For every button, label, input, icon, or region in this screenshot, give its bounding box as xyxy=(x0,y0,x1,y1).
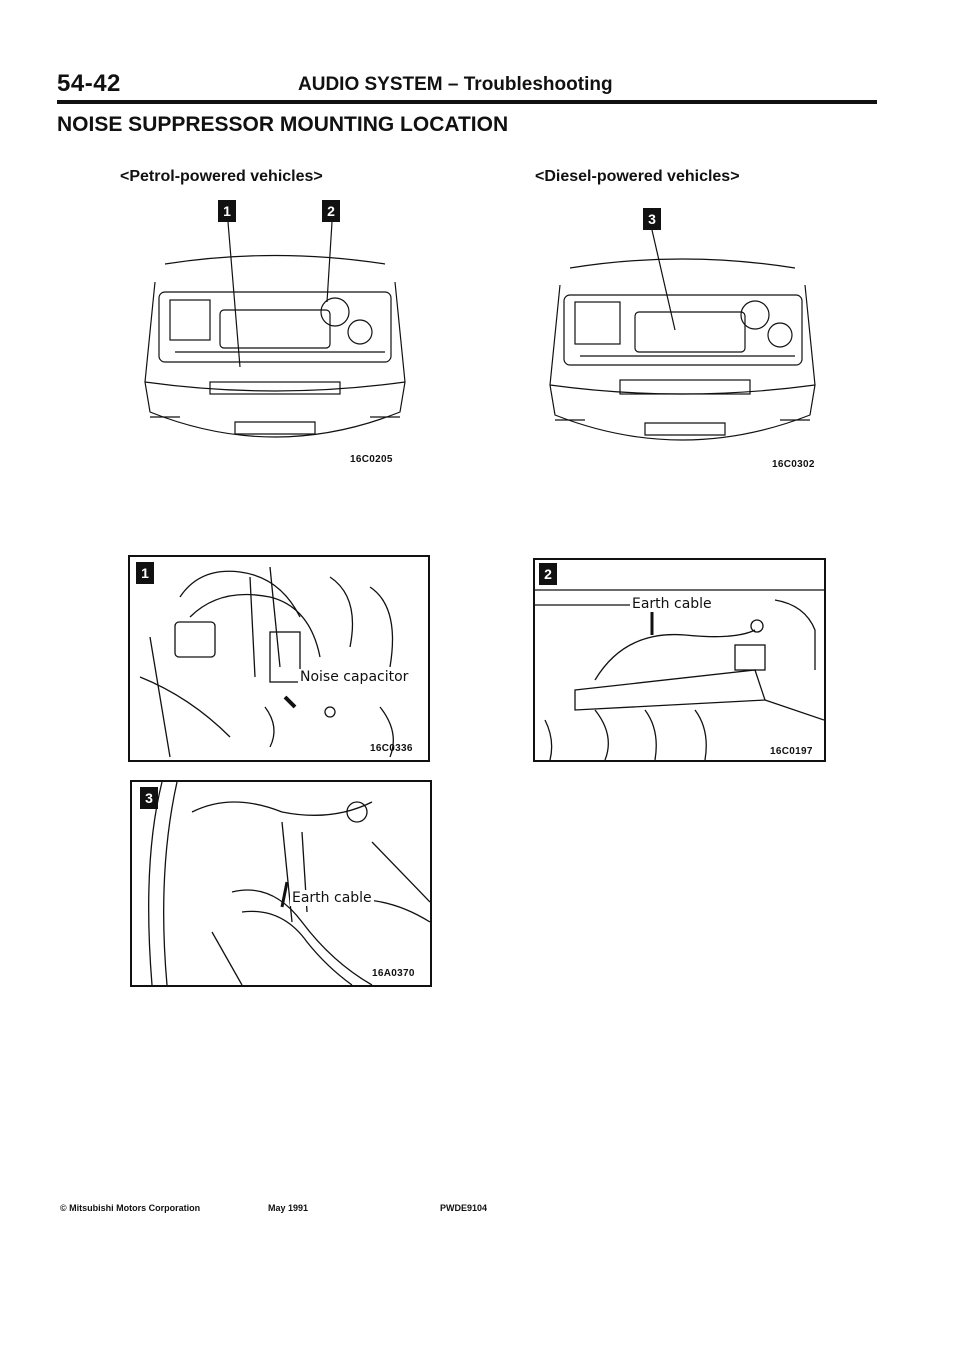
detail-3-panel: 3 Earth cable 16A0370 xyxy=(130,780,432,987)
detail-1-panel: 1 Noise capacitor 16C0336 xyxy=(128,555,430,762)
diesel-engine-bay-illustration xyxy=(540,230,825,455)
page-title: NOISE SUPPRESSOR MOUNTING LOCATION xyxy=(57,113,509,136)
detail-2-figure-code: 16C0197 xyxy=(770,746,813,757)
diesel-badge-3: 3 xyxy=(643,208,661,230)
petrol-label: <Petrol-powered vehicles> xyxy=(120,168,323,185)
page-number: 54-42 xyxy=(57,70,121,97)
footer-copyright: © Mitsubishi Motors Corporation xyxy=(60,1203,201,1213)
earth-cable-callout-2: Earth cable xyxy=(630,596,714,612)
detail-2-panel: 2 Earth cable 16C0197 xyxy=(533,558,826,762)
petrol-badge-1: 1 xyxy=(218,200,236,222)
detail-3-illustration xyxy=(148,782,430,985)
detail-3-figure-code: 16A0370 xyxy=(372,968,415,979)
noise-capacitor-callout: Noise capacitor xyxy=(298,669,411,685)
petrol-badge-2: 2 xyxy=(322,200,340,222)
detail-1-illustration xyxy=(139,566,394,758)
diesel-label: <Diesel-powered vehicles> xyxy=(535,168,740,185)
detail-3-badge: 3 xyxy=(140,787,158,809)
detail-2-badge: 2 xyxy=(539,563,557,585)
detail-1-figure-code: 16C0336 xyxy=(370,743,413,754)
footer-doc-code: PWDE9104 xyxy=(440,1203,488,1213)
detail-1-badge: 1 xyxy=(136,562,154,584)
footer-date: May 1991 xyxy=(268,1203,309,1213)
detail-2-illustration xyxy=(535,589,824,760)
header-rule xyxy=(57,100,877,104)
earth-cable-callout-3: Earth cable xyxy=(290,890,374,906)
petrol-figure-code: 16C0205 xyxy=(350,454,393,465)
section-title: AUDIO SYSTEM – Troubleshooting xyxy=(298,74,613,95)
petrol-engine-bay-illustration xyxy=(135,222,415,452)
diesel-figure-code: 16C0302 xyxy=(772,459,815,470)
